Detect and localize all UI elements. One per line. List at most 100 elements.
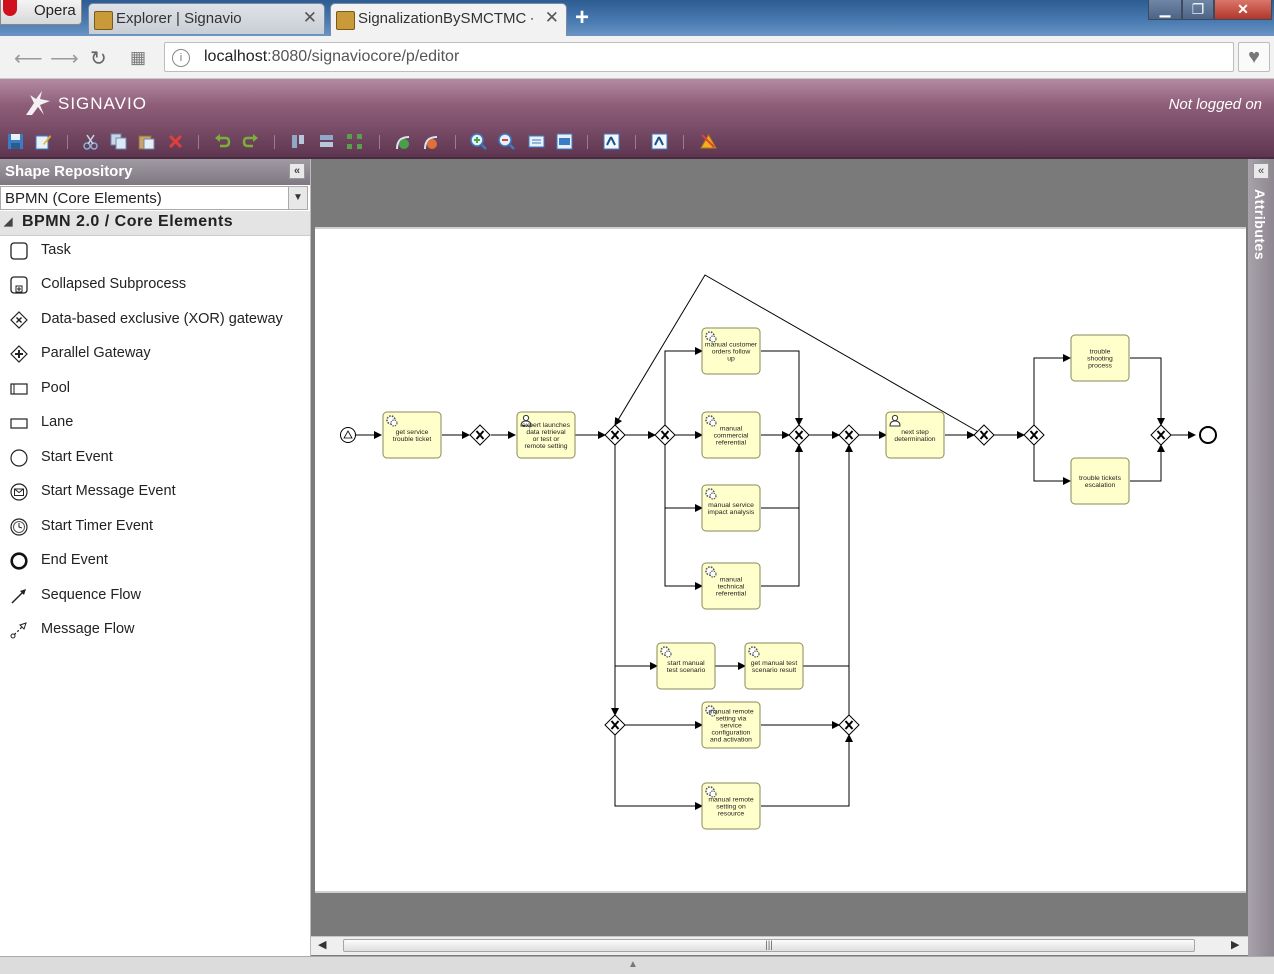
- reload-icon[interactable]: ↻: [90, 48, 107, 70]
- zoom-100-icon[interactable]: [528, 133, 545, 150]
- address-field[interactable]: i localhost:8080/signaviocore/p/editor: [164, 42, 1234, 72]
- collapse-left-icon[interactable]: «: [289, 163, 305, 179]
- redo-icon[interactable]: [242, 133, 259, 150]
- stencil-set-select[interactable]: BPMN (Core Elements) ▼: [0, 186, 308, 210]
- shape-item-start-timer-event[interactable]: Start Timer Event: [0, 512, 308, 542]
- expand-south-icon[interactable]: ▲: [628, 959, 638, 970]
- cut-icon[interactable]: [82, 133, 99, 150]
- xor-gateway[interactable]: [838, 424, 860, 446]
- brand-name: SIGNAVIO: [58, 94, 147, 113]
- save-icon[interactable]: [7, 133, 24, 150]
- opera-menu-button[interactable]: Opera: [0, 0, 82, 25]
- layout-icon[interactable]: [603, 133, 620, 150]
- signavio-favicon-icon: [94, 11, 113, 30]
- shape-item-sequence-flow[interactable]: Sequence Flow: [0, 581, 308, 611]
- undo-icon[interactable]: [214, 133, 231, 150]
- end-event[interactable]: [1199, 426, 1217, 444]
- fit-page-icon[interactable]: [556, 133, 573, 150]
- service-task-icon: [705, 786, 717, 798]
- attributes-panel[interactable]: « Attributes: [1248, 159, 1274, 959]
- scrollbar-thumb[interactable]: |||: [343, 939, 1195, 952]
- bookmark-heart-icon[interactable]: ♥: [1238, 42, 1270, 72]
- scroll-right-icon[interactable]: ▶: [1231, 939, 1240, 951]
- opera-logo-icon: [3, 0, 17, 16]
- start-event[interactable]: [340, 427, 356, 443]
- start-event-icon: [10, 449, 28, 467]
- tab-explorer[interactable]: Explorer | Signavio ✕: [88, 3, 325, 34]
- xor-gateway[interactable]: [788, 424, 810, 446]
- xor-gateway[interactable]: [654, 424, 676, 446]
- shape-item-label: Sequence Flow: [41, 587, 141, 603]
- tab-close-icon[interactable]: ✕: [302, 8, 317, 27]
- zoom-out-icon[interactable]: [498, 133, 515, 150]
- shape-item-label: Message Flow: [41, 621, 135, 637]
- edit-properties-icon[interactable]: [35, 133, 52, 150]
- copy-icon[interactable]: [110, 133, 127, 150]
- delete-docker-icon[interactable]: [423, 133, 440, 150]
- chevron-down-icon[interactable]: ▼: [288, 187, 307, 209]
- xor-gateway[interactable]: [1023, 424, 1045, 446]
- xor-gateway[interactable]: [604, 424, 626, 446]
- plus-icon[interactable]: +: [575, 4, 590, 31]
- speed-dial-icon[interactable]: ▦: [130, 48, 147, 67]
- xor-gateway[interactable]: [1150, 424, 1172, 446]
- shape-item-label: Start Event: [41, 449, 113, 465]
- zoom-in-icon[interactable]: [470, 133, 487, 150]
- align-vertical-icon[interactable]: [290, 133, 307, 150]
- delete-icon[interactable]: [167, 133, 184, 150]
- tab-close-icon[interactable]: ✕: [544, 8, 559, 27]
- tab-editor[interactable]: SignalizationBySMCTMC - ✕: [330, 3, 567, 36]
- shape-item-end-event[interactable]: End Event: [0, 546, 308, 576]
- maximize-icon[interactable]: ❐: [1182, 0, 1214, 20]
- shape-item-start-event[interactable]: Start Event: [0, 443, 308, 473]
- shape-item-start-message-event[interactable]: Start Message Event: [0, 477, 308, 507]
- xor-gateway[interactable]: [973, 424, 995, 446]
- shape-item-collapsed-subprocess[interactable]: Collapsed Subprocess: [0, 270, 308, 300]
- xor-gateway[interactable]: [469, 424, 491, 446]
- login-status: Not logged on: [1168, 96, 1262, 113]
- close-icon[interactable]: ✕: [1214, 0, 1272, 20]
- service-task-icon: [660, 646, 672, 658]
- horizontal-scrollbar[interactable]: ◀ ||| ▶: [311, 936, 1248, 955]
- scroll-left-icon[interactable]: ◀: [318, 939, 327, 951]
- align-horizontal-icon[interactable]: [318, 133, 335, 150]
- minimize-icon[interactable]: ▁: [1148, 0, 1182, 20]
- shape-repository-title: Shape Repository: [5, 163, 133, 180]
- syntax-check-icon[interactable]: [700, 133, 717, 150]
- sequence-flow-icon: [11, 589, 26, 604]
- forward-icon[interactable]: ⟶: [50, 48, 79, 70]
- xor-gateway[interactable]: [604, 714, 626, 736]
- shape-item-parallel-gateway[interactable]: Parallel Gateway: [0, 339, 308, 369]
- auto-layout-icon[interactable]: [651, 133, 668, 150]
- shape-group-header[interactable]: ◢ BPMN 2.0 / Core Elements: [0, 211, 310, 236]
- shape-item-message-flow[interactable]: Message Flow: [0, 615, 308, 645]
- shape-item-task[interactable]: Task: [0, 236, 308, 266]
- back-icon[interactable]: ⟵: [14, 48, 43, 70]
- xor-gateway[interactable]: [838, 714, 860, 736]
- shape-item-xor-gateway[interactable]: Data-based exclusive (XOR) gateway: [0, 305, 308, 335]
- shape-item-lane[interactable]: Lane: [0, 408, 308, 438]
- group-icon[interactable]: [346, 133, 363, 150]
- shape-item-pool[interactable]: Pool: [0, 374, 308, 404]
- expand-attributes-icon[interactable]: «: [1253, 163, 1269, 179]
- paste-icon[interactable]: [138, 133, 155, 150]
- site-info-icon[interactable]: i: [172, 49, 190, 67]
- add-docker-icon[interactable]: [395, 133, 412, 150]
